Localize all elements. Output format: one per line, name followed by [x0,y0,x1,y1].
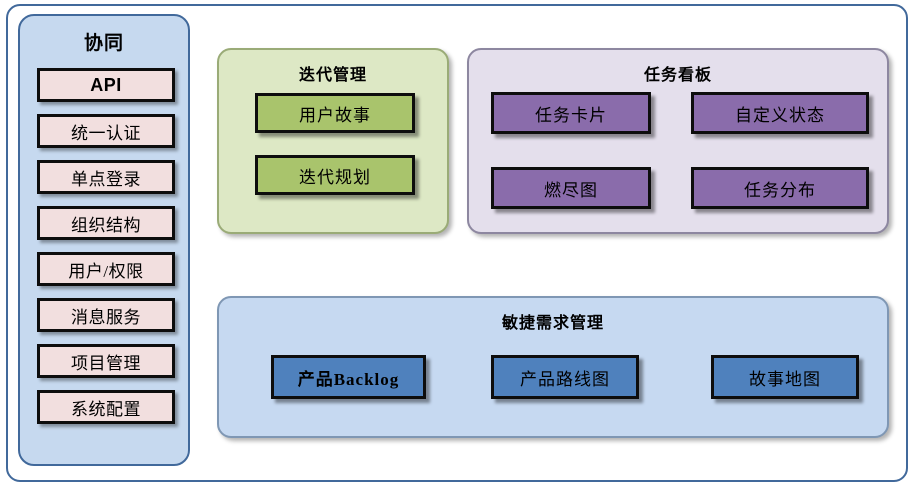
panel-iteration-management: 迭代管理 用户故事 迭代规划 [217,48,449,234]
node-iteration-planning[interactable]: 迭代规划 [255,155,415,195]
panel-task-board: 任务看板 任务卡片 自定义状态 燃尽图 任务分布 [467,48,889,234]
sidebar-item-system-config[interactable]: 系统配置 [37,390,175,424]
sidebar-item-list: API 统一认证 单点登录 组织结构 用户/权限 消息服务 项目管理 系统配置 [37,68,175,436]
panel-iteration-title: 迭代管理 [298,67,367,84]
sidebar-item-user-permission[interactable]: 用户/权限 [37,252,175,286]
sidebar-item-single-sign-on[interactable]: 单点登录 [37,160,175,194]
node-custom-status[interactable]: 自定义状态 [691,92,869,134]
sidebar-collaboration-panel: 协同 API 统一认证 单点登录 组织结构 用户/权限 消息服务 项目管理 系统… [18,14,190,466]
node-task-distribution[interactable]: 任务分布 [691,167,869,209]
panel-task-board-title: 任务看板 [643,67,712,84]
node-burndown-chart[interactable]: 燃尽图 [491,167,651,209]
node-story-map[interactable]: 故事地图 [711,355,859,399]
sidebar-item-api[interactable]: API [37,68,175,102]
node-product-backlog[interactable]: 产品Backlog [271,355,426,399]
sidebar-item-org-structure[interactable]: 组织结构 [37,206,175,240]
sidebar-title: 协同 [83,33,124,54]
panel-agile-title: 敏捷需求管理 [501,315,604,332]
node-product-roadmap[interactable]: 产品路线图 [491,355,639,399]
sidebar-item-project-management[interactable]: 项目管理 [37,344,175,378]
sidebar-item-unified-auth[interactable]: 统一认证 [37,114,175,148]
node-task-card[interactable]: 任务卡片 [491,92,651,134]
panel-agile-requirement-management: 敏捷需求管理 产品Backlog 产品路线图 故事地图 [217,296,889,438]
node-user-story[interactable]: 用户故事 [255,93,415,133]
sidebar-item-message-service[interactable]: 消息服务 [37,298,175,332]
